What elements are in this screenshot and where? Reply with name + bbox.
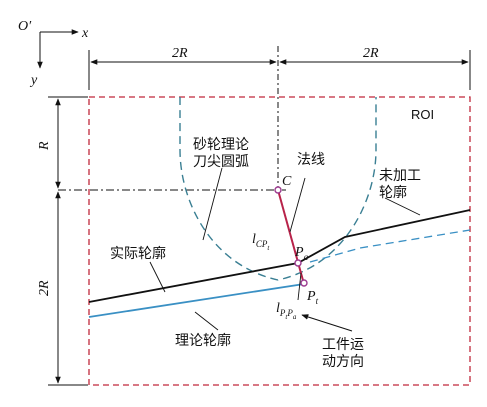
leader-normal [289, 177, 306, 233]
motion-label-1: 工件运 [322, 337, 364, 353]
point-c-label: C [282, 174, 292, 189]
left-dimensions [48, 96, 88, 386]
motion-arrow [301, 314, 353, 332]
unmachined-label-1: 未加工 [379, 168, 421, 184]
point-pt-marker [300, 279, 308, 287]
roi-label: ROI [411, 107, 434, 122]
wheel-arc-label-2: 刀尖圆弧 [193, 154, 249, 170]
coordinate-axes: O′ x y [18, 19, 89, 88]
point-pa-label: Pa [294, 245, 309, 262]
theoretical-profile-label: 理论轮廓 [175, 332, 231, 349]
motion-label-2: 动方向 [322, 354, 364, 370]
x-axis-label: x [81, 26, 89, 41]
roi-box [88, 96, 471, 386]
leader-wheel-arc [202, 167, 223, 241]
y-axis-label: y [29, 73, 38, 88]
leader-unmachined [384, 197, 421, 216]
leader-lptpa [297, 272, 302, 301]
actual-profile-line [88, 209, 471, 303]
unmachined-label-2: 轮廓 [379, 184, 407, 201]
wheel-arc-label-1: 砂轮理论 [193, 137, 249, 153]
theoretical-profile-line [88, 283, 305, 318]
actual-profile-label: 实际轮廓 [110, 245, 166, 262]
normal-label: 法线 [297, 152, 325, 168]
l-cpt-label: lCPt [252, 232, 270, 252]
wheel-arc [179, 97, 377, 281]
origin-label: O′ [18, 19, 32, 34]
dim-label-top-right: 2R [363, 46, 379, 61]
top-dimensions [88, 46, 471, 190]
normal-line [277, 189, 305, 285]
leader-actual [149, 261, 166, 293]
dim-label-left-lower: 2R [37, 280, 52, 296]
point-c-marker [274, 186, 282, 194]
point-pa-marker [294, 259, 302, 267]
dim-label-left-upper: R [37, 141, 52, 151]
point-pt-label: Pt [306, 289, 319, 306]
leader-theoretical [194, 311, 219, 331]
dim-label-top-left: 2R [172, 46, 188, 61]
l-ptpa-label: lPtPa [276, 301, 297, 321]
unmachined-dashed-profile [309, 229, 471, 263]
